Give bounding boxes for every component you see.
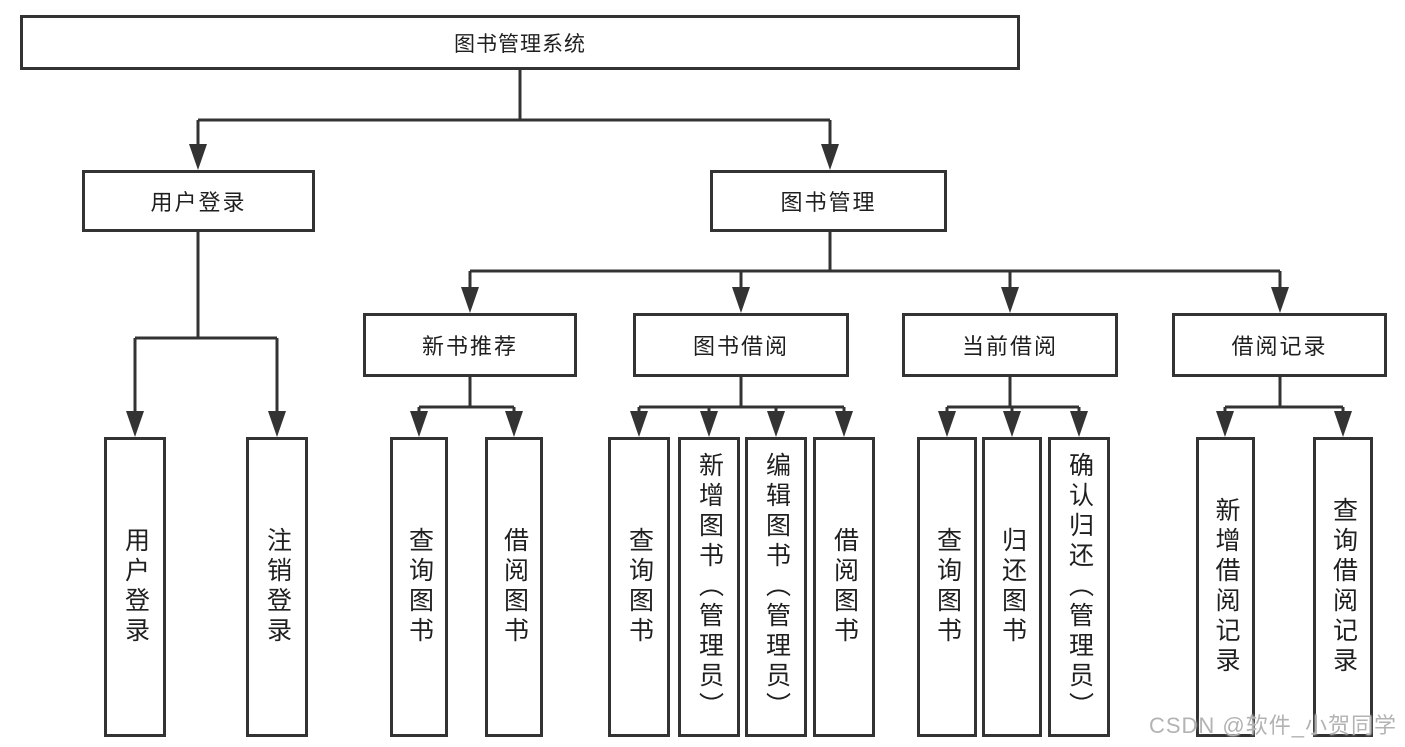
leaf-return-books-label: 归还图书 — [998, 527, 1027, 647]
node-borrowing-records-label: 借阅记录 — [1231, 334, 1328, 359]
leaf-add-borrow-record: 新增借阅记录 — [1196, 437, 1255, 737]
leaf-query-books-recommend: 查询图书 — [390, 437, 448, 737]
leaf-query-books-current: 查询图书 — [917, 437, 977, 737]
node-root: 图书管理系统 — [20, 15, 1020, 70]
node-user-login-label: 用户登录 — [150, 190, 247, 215]
node-user-login: 用户登录 — [82, 170, 315, 232]
leaf-confirm-return-admin: 确认归还（管理员） — [1048, 437, 1110, 737]
node-new-book-recommend: 新书推荐 — [363, 313, 577, 377]
leaf-query-books-current-label: 查询图书 — [933, 527, 962, 647]
leaf-user-login-label: 用户登录 — [121, 527, 150, 647]
leaf-query-books-recommend-label: 查询图书 — [405, 527, 434, 647]
leaf-borrow-books: 借阅图书 — [813, 437, 875, 737]
node-borrowing-records: 借阅记录 — [1172, 313, 1387, 377]
node-current-borrowing: 当前借阅 — [902, 313, 1118, 377]
node-book-management: 图书管理 — [710, 170, 947, 232]
leaf-borrow-books-recommend: 借阅图书 — [485, 437, 543, 737]
watermark: CSDN @软件_小贺同学 — [1148, 713, 1397, 738]
node-book-management-label: 图书管理 — [780, 190, 877, 215]
leaf-borrow-books-recommend-label: 借阅图书 — [500, 527, 529, 647]
leaf-edit-books-admin-label: 编辑图书（管理员） — [762, 452, 791, 722]
leaf-user-login: 用户登录 — [104, 437, 166, 737]
leaf-query-borrow-record: 查询借阅记录 — [1313, 437, 1373, 737]
leaf-edit-books-admin: 编辑图书（管理员） — [745, 437, 807, 737]
node-current-borrowing-label: 当前借阅 — [961, 334, 1058, 359]
node-new-book-recommend-label: 新书推荐 — [421, 334, 518, 359]
leaf-logout: 注销登录 — [246, 437, 308, 737]
leaf-add-borrow-record-label: 新增借阅记录 — [1212, 497, 1240, 677]
leaf-logout-label: 注销登录 — [263, 527, 292, 647]
leaf-borrow-books-label: 借阅图书 — [830, 527, 859, 647]
leaf-add-books-admin-label: 新增图书（管理员） — [695, 452, 724, 722]
node-book-borrowing-label: 图书借阅 — [692, 334, 789, 359]
leaf-add-books-admin: 新增图书（管理员） — [678, 437, 740, 737]
node-root-label: 图书管理系统 — [454, 32, 586, 56]
node-book-borrowing: 图书借阅 — [633, 313, 849, 377]
leaf-query-borrow-record-label: 查询借阅记录 — [1329, 497, 1358, 677]
leaf-query-books-borrowing: 查询图书 — [608, 437, 670, 737]
leaf-return-books: 归还图书 — [982, 437, 1042, 737]
leaf-query-books-borrowing-label: 查询图书 — [625, 527, 654, 647]
leaf-confirm-return-admin-label: 确认归还（管理员） — [1065, 452, 1094, 722]
